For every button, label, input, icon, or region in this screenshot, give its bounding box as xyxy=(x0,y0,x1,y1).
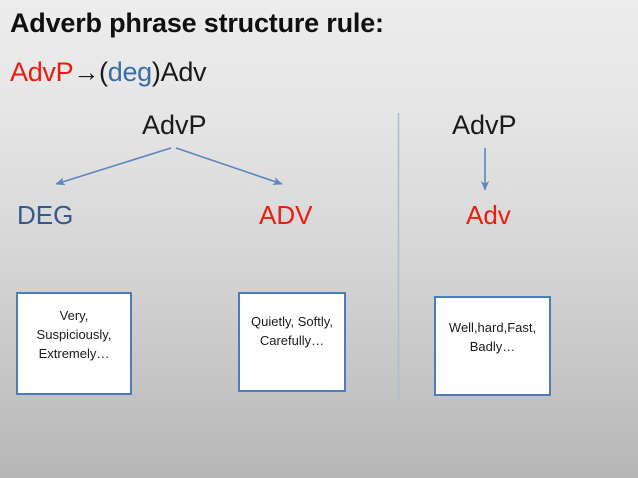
tree-right-root-label: AdvP xyxy=(452,110,517,140)
example-line: Badly… xyxy=(469,339,516,354)
tree-left-adv-label: ADV xyxy=(259,200,313,230)
rule-lhs: AdvP xyxy=(10,57,74,87)
example-box-deg[interactable]: Very, Suspiciously, Extremely… xyxy=(16,292,132,395)
example-box-adv-right[interactable]: Well,hard,Fast, Badly… xyxy=(434,296,551,396)
tree-left-deg-label: DEG xyxy=(17,200,74,230)
example-line: Quietly, Softly, xyxy=(251,314,333,330)
example-line: Extremely… xyxy=(38,345,110,361)
rule-open-paren: ( xyxy=(99,57,108,87)
rule-head-adv: Adv xyxy=(160,57,207,87)
page-title: Adverb phrase structure rule: xyxy=(10,8,384,38)
example-line: Carefully… xyxy=(259,333,325,348)
rule-arrow-icon: → xyxy=(73,57,100,87)
tree-right-adv-label: Adv xyxy=(466,200,511,230)
rule-optional-deg: deg xyxy=(107,57,152,87)
example-line: Very, xyxy=(59,308,89,324)
example-line: Suspiciously, xyxy=(36,327,112,343)
example-box-adv[interactable]: Quietly, Softly, Carefully… xyxy=(238,292,346,392)
branch-to-deg-arrow-icon xyxy=(55,147,172,186)
rule-close-paren: ) xyxy=(151,57,161,87)
branch-to-adv-arrow-icon xyxy=(175,147,283,186)
example-line: Well,hard,Fast, xyxy=(448,320,537,336)
phrase-structure-rule: AdvP→(deg)Adv xyxy=(10,57,207,88)
tree-left-root-label: AdvP xyxy=(142,110,207,140)
